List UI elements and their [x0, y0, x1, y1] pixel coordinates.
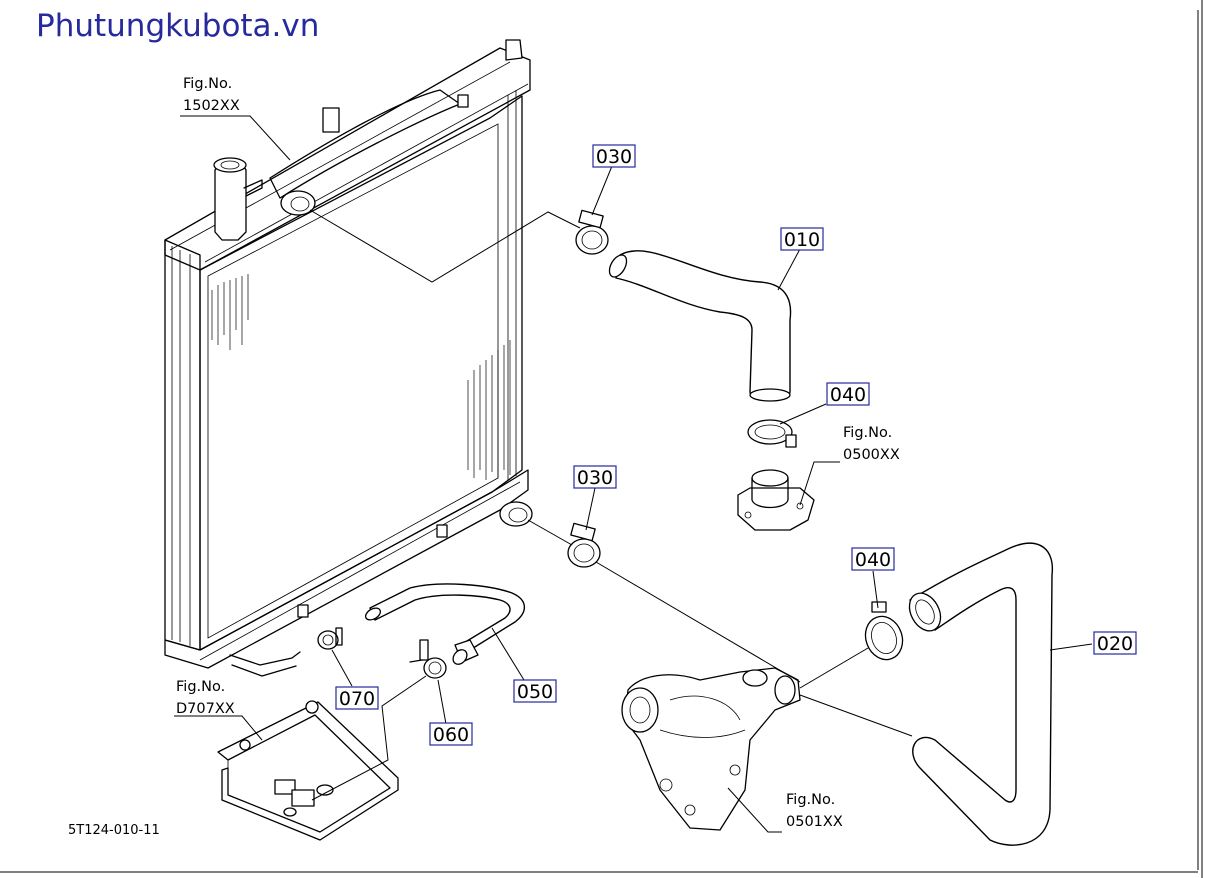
figure-ref-bracket-prefix: Fig.No.	[176, 679, 225, 695]
hose-clamp-030-lower[interactable]	[567, 522, 601, 568]
radiator-drawing[interactable]	[164, 39, 533, 677]
hose-clamp-030-upper[interactable]	[575, 209, 609, 255]
upper-hose-010[interactable]	[606, 250, 792, 402]
bypass-hose-050[interactable]	[364, 583, 526, 667]
part-label-060-text: 060	[433, 724, 469, 746]
part-label-030-upper-text: 030	[596, 146, 632, 168]
part-label-070-text: 070	[339, 688, 375, 710]
hose-clamp-060[interactable]	[409, 639, 447, 679]
lower-hose-020[interactable]	[903, 542, 1054, 846]
part-label-020-text: 020	[1097, 633, 1133, 655]
figure-ref-thermostat-number: 0500XX	[843, 447, 900, 463]
part-label-010[interactable]: 010	[780, 227, 824, 251]
part-label-040-lower[interactable]: 040	[851, 547, 895, 571]
water-pump[interactable]	[621, 667, 801, 831]
figure-ref-radiator[interactable]: Fig.No. 1502XX	[183, 76, 240, 114]
figure-ref-radiator-prefix: Fig.No.	[183, 76, 232, 92]
bracket-part[interactable]	[217, 700, 399, 841]
watermark-text: Phutungkubota.vn	[36, 8, 319, 44]
leader-lines	[174, 115, 1093, 833]
figure-ref-thermostat[interactable]: Fig.No. 0500XX	[843, 425, 900, 463]
hose-clamp-040-upper[interactable]	[747, 419, 797, 448]
part-label-040-upper-text: 040	[830, 384, 866, 406]
part-label-030-upper[interactable]: 030	[592, 144, 636, 168]
figure-ref-bracket[interactable]: Fig.No. D707XX	[176, 679, 235, 717]
figure-ref-bracket-number: D707XX	[176, 701, 235, 717]
figure-ref-thermostat-prefix: Fig.No.	[843, 425, 892, 441]
drawing-code: 5T124-010-11	[68, 823, 160, 838]
figure-ref-water-pump-number: 0501XX	[786, 814, 843, 830]
figure-ref-water-pump[interactable]: Fig.No. 0501XX	[786, 792, 843, 830]
part-label-020[interactable]: 020	[1093, 631, 1137, 655]
part-label-030-lower[interactable]: 030	[573, 465, 617, 489]
hose-clamp-070[interactable]	[317, 627, 343, 650]
part-label-010-text: 010	[784, 229, 820, 251]
hose-clamp-040-lower[interactable]	[860, 601, 909, 665]
part-label-060[interactable]: 060	[429, 722, 473, 746]
part-label-040-lower-text: 040	[855, 549, 891, 571]
thermostat-housing[interactable]	[737, 469, 815, 531]
part-label-040-upper[interactable]: 040	[826, 382, 870, 406]
part-label-050[interactable]: 050	[513, 679, 557, 703]
part-label-070[interactable]: 070	[335, 686, 379, 710]
part-label-030-lower-text: 030	[577, 467, 613, 489]
figure-ref-water-pump-prefix: Fig.No.	[786, 792, 835, 808]
part-label-050-text: 050	[517, 681, 553, 703]
figure-ref-radiator-number: 1502XX	[183, 98, 240, 114]
